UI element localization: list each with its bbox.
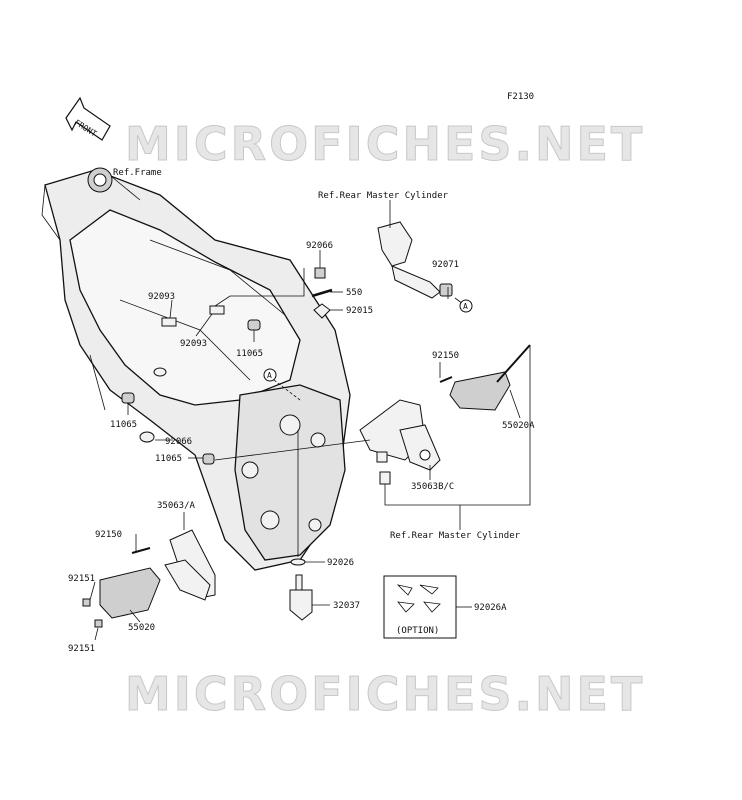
watermark-bottom: MICROFICHES.NET	[125, 667, 645, 721]
part-92150-right-label: 92150	[432, 351, 459, 361]
leader-lines	[89, 176, 531, 641]
part-55020-label: 55020	[128, 623, 155, 633]
front-arrow-icon: FRONT	[65, 96, 111, 141]
part-32037-label: 32037	[333, 601, 360, 611]
part-35063a-label: 35063/A	[157, 501, 196, 511]
part-11065-mid-shape	[247, 319, 261, 331]
part-92151-a-label: 92151	[68, 574, 95, 584]
rear-master-cylinder-top-shape	[377, 221, 453, 299]
part-35063bc-label: 35063B/C	[411, 482, 454, 492]
part-92066-left-shape	[139, 431, 155, 443]
part-extra-shape	[153, 367, 167, 377]
part-92093-left-shape	[161, 317, 177, 327]
part-92066-left-label: 92066	[165, 437, 192, 447]
option-label: (OPTION)	[396, 626, 439, 636]
part-92066-top-shape	[314, 267, 326, 279]
part-92026a-label: 92026A	[474, 603, 507, 613]
option-box	[383, 575, 457, 639]
callout-a-frame: A	[263, 368, 277, 382]
part-550-shape	[311, 288, 333, 298]
part-11065-left-label: 11065	[110, 420, 137, 430]
ref-rear-master-top-label: Ref.Rear Master Cylinder	[318, 191, 449, 201]
part-11065-low-label: 11065	[155, 454, 182, 464]
frame-assembly	[41, 167, 351, 571]
left-footrest-assembly-shape	[82, 529, 216, 628]
part-92015-label: 92015	[346, 306, 373, 316]
part-11065-left-shape	[121, 392, 135, 404]
ref-frame-label: Ref.Frame	[113, 168, 162, 178]
part-32037-shape	[289, 574, 313, 621]
part-550-label: 550	[346, 288, 362, 298]
part-92150-left-label: 92150	[95, 530, 122, 540]
part-92071-label: 92071	[432, 260, 459, 270]
part-55020a-label: 55020A	[502, 421, 535, 431]
part-92093-mid-label: 92093	[180, 339, 207, 349]
part-11065-low-shape	[202, 453, 215, 465]
clip-set-icon	[396, 584, 441, 613]
svg-text:A: A	[267, 371, 272, 380]
callout-a-top: A	[459, 299, 473, 313]
part-92026-shape	[290, 558, 306, 566]
part-11065-mid-label: 11065	[236, 349, 263, 359]
part-92093-mid-shape	[209, 305, 225, 315]
part-92026-label: 92026	[327, 558, 354, 568]
ref-rear-master-bottom-label: Ref.Rear Master Cylinder	[390, 531, 521, 541]
part-92151-b-label: 92151	[68, 644, 95, 654]
part-92066-top-label: 92066	[306, 241, 333, 251]
right-footrest-assembly-shape	[359, 344, 531, 485]
part-92093-left-label: 92093	[148, 292, 175, 302]
figure-code: F2130	[507, 92, 534, 102]
svg-text:A: A	[463, 302, 468, 311]
watermark-top: MICROFICHES.NET	[125, 117, 645, 171]
